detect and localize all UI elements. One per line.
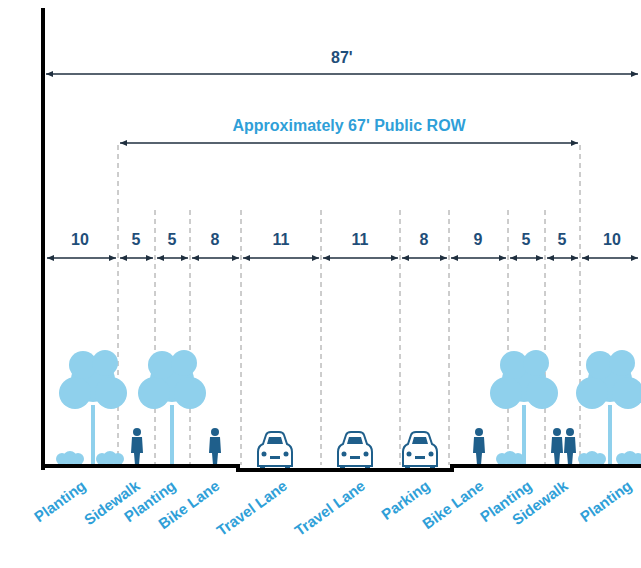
dimension-label: 10: [601, 231, 623, 249]
dimension-label: 5: [130, 231, 143, 249]
dimension-label: 11: [271, 231, 292, 249]
segment-label: Bike Lane: [420, 477, 487, 532]
segment-label: Travel Lane: [214, 477, 290, 539]
dimension-label: 11: [350, 231, 371, 249]
dimension-label: 87': [329, 49, 355, 67]
dimension-label: 8: [209, 231, 222, 249]
dimension-label: 5: [556, 231, 569, 249]
segment-label: Planting: [577, 477, 635, 525]
dimension-label: 5: [520, 231, 533, 249]
segment-label: Planting: [31, 477, 89, 525]
dimension-label: 10: [69, 231, 91, 249]
row-label: Approximately 67' Public ROW: [230, 117, 469, 135]
dimension-label: 8: [418, 231, 431, 249]
dimension-label: 5: [166, 231, 179, 249]
segment-label: Travel Lane: [292, 477, 368, 539]
dimension-label: 9: [472, 231, 485, 249]
